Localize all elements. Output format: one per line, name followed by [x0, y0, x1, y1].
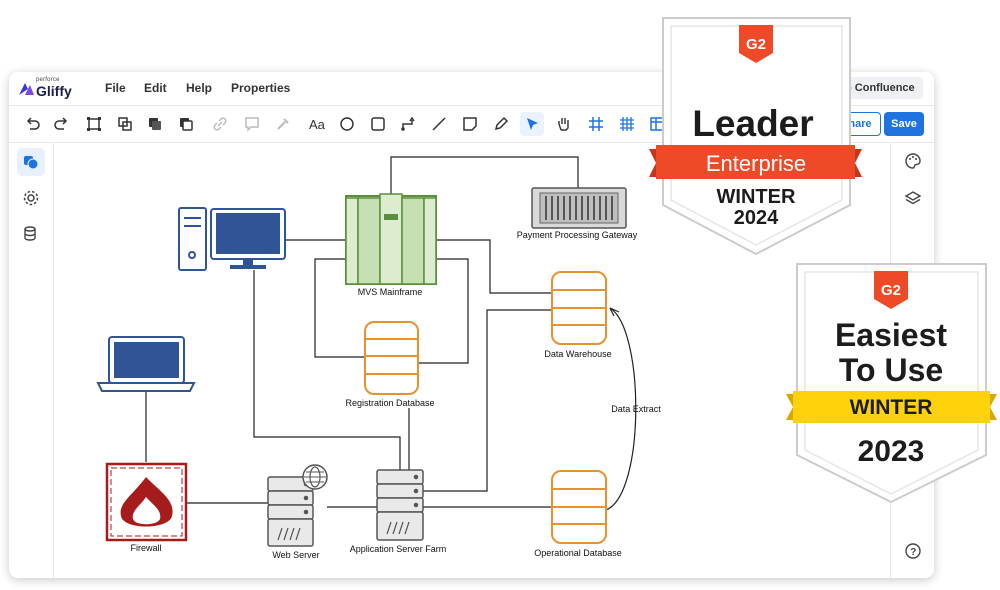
gliffy-logo-icon [19, 83, 34, 95]
registration-database-icon[interactable] [364, 321, 419, 395]
connector-appserver-warehouse[interactable] [423, 309, 552, 492]
easiest-year: 2023 [858, 435, 925, 468]
label-operational-database: Operational Database [534, 548, 622, 558]
group-icon[interactable] [113, 112, 137, 136]
grid-dense-icon[interactable] [615, 112, 639, 136]
circle-icon[interactable] [335, 112, 359, 136]
g2-mark-leader: G2 [746, 36, 766, 53]
label-registration-database: Registration Database [345, 398, 434, 408]
svg-text:?: ? [910, 547, 916, 558]
easiest-ribbon-text: WINTER [850, 396, 933, 419]
rectangle-icon[interactable] [366, 112, 390, 136]
connector-mainframe-registration[interactable] [314, 258, 365, 358]
svg-text:Aa: Aa [309, 117, 326, 132]
g2-easiest-to-use-badge: G2 Easiest To Use WINTER 2023 [786, 263, 997, 504]
connectors [145, 156, 637, 511]
label-mainframe: MVS Mainframe [358, 287, 423, 297]
logo-name: Gliffy [36, 83, 72, 99]
back-icon[interactable] [174, 112, 198, 136]
connector-registration-loop[interactable] [418, 258, 469, 364]
label-payment-gateway: Payment Processing Gateway [517, 230, 638, 240]
database-icon[interactable] [17, 220, 45, 248]
line-icon[interactable] [427, 112, 451, 136]
leader-year: 2024 [734, 207, 779, 229]
help-icon[interactable]: ? [899, 537, 927, 565]
leader-season: WINTER [717, 186, 796, 208]
leader-title: Leader [692, 103, 813, 144]
label-web-server: Web Server [272, 550, 319, 560]
redo-icon[interactable] [49, 112, 73, 136]
app-server-farm-icon[interactable] [376, 469, 424, 541]
pointer-icon[interactable] [520, 112, 544, 136]
leader-ribbon-text: Enterprise [706, 151, 806, 176]
connector-pc-appserver[interactable] [253, 270, 401, 470]
undo-icon[interactable] [21, 112, 45, 136]
note-icon[interactable] [458, 112, 482, 136]
payment-gateway-icon[interactable] [531, 187, 627, 229]
g2-mark-easiest: G2 [881, 282, 901, 299]
shapes-icon[interactable] [17, 148, 45, 176]
menu-edit[interactable]: Edit [144, 81, 167, 95]
easiest-title-line1: Easiest [835, 317, 947, 353]
easiest-title-line2: To Use [839, 352, 943, 388]
fit-icon[interactable] [82, 112, 106, 136]
open-in-confluence-button[interactable]: o Confluence [837, 77, 923, 99]
front-icon[interactable] [143, 112, 167, 136]
link-icon[interactable] [208, 112, 232, 136]
gliffy-logo[interactable]: perforce Gliffy [18, 77, 78, 101]
firewall-icon[interactable] [105, 462, 188, 542]
palette-icon[interactable] [899, 147, 927, 175]
left-sidebar [9, 142, 54, 578]
connector-mainframe-payment[interactable] [390, 156, 579, 196]
text-icon[interactable]: Aa [305, 112, 329, 136]
pencil-icon[interactable] [489, 112, 513, 136]
label-firewall: Firewall [130, 543, 161, 553]
connector-icon[interactable] [396, 112, 420, 136]
g2-logo-icon [874, 271, 908, 309]
g2-logo-icon [739, 25, 773, 63]
label-app-server-farm: Application Server Farm [350, 544, 447, 554]
operational-database-icon[interactable] [551, 470, 607, 544]
settings-icon[interactable] [17, 184, 45, 212]
data-warehouse-icon[interactable] [551, 271, 607, 345]
label-data-extract: Data Extract [611, 404, 661, 414]
grid-icon[interactable] [584, 112, 608, 136]
menu-help[interactable]: Help [186, 81, 213, 95]
layers-icon[interactable] [899, 184, 927, 212]
g2-leader-badge: G2 Leader Enterprise WINTER 2024 [649, 17, 862, 256]
comment-icon[interactable] [240, 112, 264, 136]
laptop-icon[interactable] [96, 336, 196, 392]
logo-company: perforce [36, 77, 60, 83]
connector-data-extract[interactable] [605, 307, 637, 511]
hand-icon[interactable] [552, 112, 576, 136]
save-button[interactable]: Save [884, 112, 924, 136]
web-server-icon[interactable] [267, 476, 314, 547]
globe-icon [302, 464, 328, 490]
label-data-warehouse: Data Warehouse [544, 349, 611, 359]
menu-properties[interactable]: Properties [231, 81, 291, 95]
connector-mainframe-warehouse[interactable] [436, 239, 552, 294]
toolbar: Aa hare Save [9, 105, 934, 143]
data-extract-arrowhead [609, 307, 620, 317]
mainframe-icon[interactable] [345, 193, 437, 285]
menu-file[interactable]: File [105, 81, 126, 95]
eyedropper-icon[interactable] [271, 112, 295, 136]
desktop-computer-icon[interactable] [178, 207, 286, 271]
